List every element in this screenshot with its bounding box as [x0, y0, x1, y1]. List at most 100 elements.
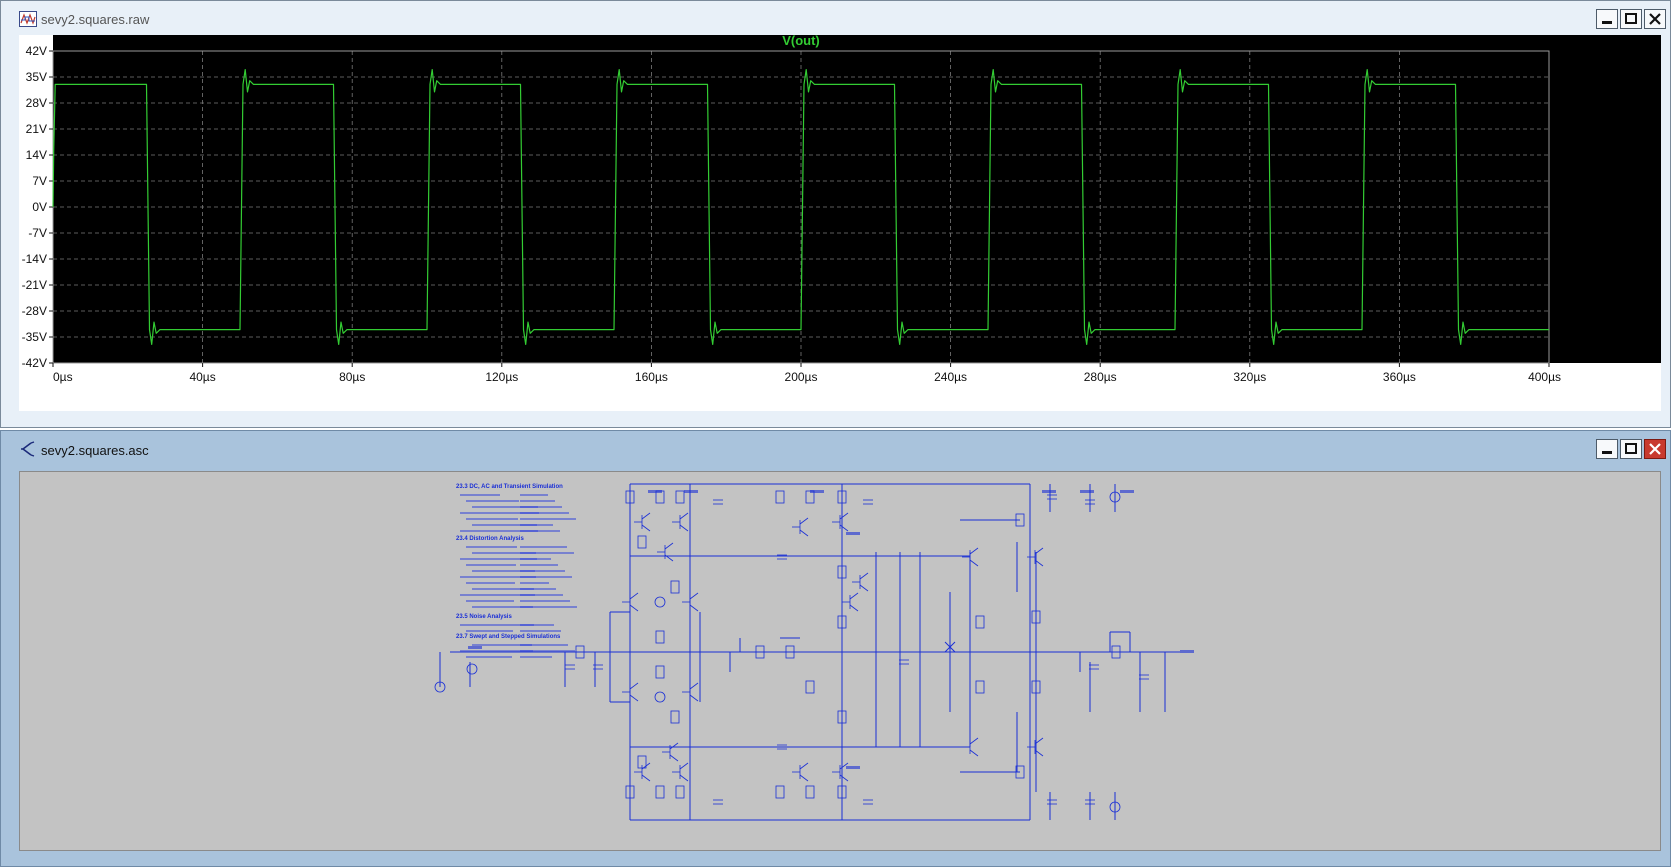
- voltage-source[interactable]: [1109, 801, 1121, 813]
- transistor[interactable]: [962, 737, 979, 757]
- resistor[interactable]: [625, 785, 635, 799]
- capacitor[interactable]: [713, 499, 723, 505]
- resistor[interactable]: [675, 785, 685, 799]
- transistor[interactable]: [622, 592, 639, 612]
- transistor[interactable]: [622, 682, 639, 702]
- resistor[interactable]: [1111, 645, 1121, 659]
- resistor[interactable]: [837, 785, 847, 799]
- transistor[interactable]: [634, 762, 651, 782]
- capacitor[interactable]: [1047, 494, 1057, 500]
- y-tick-label: -7V: [28, 226, 47, 240]
- schematic-canvas[interactable]: 23.3 DC, AC and Transient Simulation 23.…: [19, 471, 1661, 851]
- series-line-vout[interactable]: [52, 68, 1549, 345]
- maximize-icon: [1625, 13, 1637, 24]
- resistor[interactable]: [625, 490, 635, 504]
- resistor[interactable]: [1031, 680, 1041, 694]
- transistor[interactable]: [682, 592, 699, 612]
- transistor[interactable]: [832, 512, 849, 532]
- transistor[interactable]: [1027, 737, 1044, 757]
- voltage-source[interactable]: [466, 663, 478, 675]
- resistor[interactable]: [975, 615, 985, 629]
- resistor[interactable]: [670, 580, 680, 594]
- capacitor[interactable]: [777, 554, 787, 560]
- resistor[interactable]: [575, 645, 585, 659]
- plot-window-titlebar[interactable]: sevy2.squares.raw: [1, 1, 1670, 35]
- resistor[interactable]: [670, 710, 680, 724]
- resistor[interactable]: [637, 535, 647, 549]
- netlist-heading: 23.5 Noise Analysis: [456, 614, 512, 620]
- schematic-minimize-button[interactable]: [1596, 439, 1618, 459]
- y-tick-label: 14V: [26, 148, 47, 162]
- resistor[interactable]: [837, 490, 847, 504]
- netlist-line: [520, 500, 555, 502]
- transistor[interactable]: [962, 547, 979, 567]
- resistor[interactable]: [837, 710, 847, 724]
- transistor[interactable]: [792, 517, 809, 537]
- resistor[interactable]: [655, 665, 665, 679]
- voltage-source[interactable]: [1109, 491, 1121, 503]
- transistor[interactable]: [682, 682, 699, 702]
- plot-close-button[interactable]: [1644, 9, 1666, 29]
- capacitor[interactable]: [899, 659, 909, 665]
- plot-minimize-button[interactable]: [1596, 9, 1618, 29]
- schematic-maximize-button[interactable]: [1620, 439, 1642, 459]
- capacitor[interactable]: [1139, 674, 1149, 680]
- voltage-source[interactable]: [434, 681, 446, 693]
- waveform-chart[interactable]: V(out) 42V35V28V21V14V7V0V-7V-14V-21V-28…: [19, 35, 1661, 411]
- netlist-line: [520, 524, 553, 526]
- schematic-components[interactable]: [434, 490, 1194, 813]
- x-axis-gutter: [19, 363, 1661, 411]
- resistor[interactable]: [1015, 513, 1025, 527]
- schematic-close-button[interactable]: [1644, 439, 1666, 459]
- resistor[interactable]: [805, 680, 815, 694]
- netlist-line: [520, 650, 575, 652]
- transistor[interactable]: [657, 542, 674, 562]
- netlist-line: [520, 570, 565, 572]
- netlist-heading: 23.4 Distortion Analysis: [456, 536, 524, 542]
- capacitor[interactable]: [713, 799, 723, 805]
- transistor[interactable]: [842, 592, 859, 612]
- transistor[interactable]: [792, 762, 809, 782]
- resistor[interactable]: [975, 680, 985, 694]
- resistor[interactable]: [655, 630, 665, 644]
- resistor[interactable]: [1015, 765, 1025, 779]
- voltage-source[interactable]: [654, 596, 666, 608]
- capacitor[interactable]: [593, 664, 603, 670]
- capacitor[interactable]: [1047, 799, 1057, 805]
- capacitor[interactable]: [1089, 664, 1099, 670]
- resistor[interactable]: [1031, 610, 1041, 624]
- capacitor[interactable]: [1085, 499, 1095, 505]
- netlist-text-block[interactable]: 23.3 DC, AC and Transient Simulation 23.…: [456, 484, 577, 658]
- resistor[interactable]: [755, 645, 765, 659]
- capacitor[interactable]: [863, 799, 873, 805]
- transistor[interactable]: [832, 762, 849, 782]
- resistor[interactable]: [837, 615, 847, 629]
- schematic-window-titlebar[interactable]: sevy2.squares.asc: [1, 431, 1670, 465]
- netlist-line: [520, 644, 568, 646]
- capacitor[interactable]: [1085, 799, 1095, 805]
- chart-title[interactable]: V(out): [782, 35, 820, 48]
- resistor[interactable]: [655, 785, 665, 799]
- plot-maximize-button[interactable]: [1620, 9, 1642, 29]
- transistor[interactable]: [672, 762, 689, 782]
- transistor[interactable]: [1027, 547, 1044, 567]
- transistor[interactable]: [634, 512, 651, 532]
- schematic-wires[interactable]: [439, 483, 1180, 821]
- capacitor[interactable]: [863, 499, 873, 505]
- resistor[interactable]: [805, 785, 815, 799]
- netlist-line: [520, 600, 570, 602]
- resistor[interactable]: [775, 785, 785, 799]
- resistor[interactable]: [675, 490, 685, 504]
- x-tick-label: 240µs: [934, 370, 967, 384]
- transistor[interactable]: [672, 512, 689, 532]
- circuit-schematic[interactable]: 23.3 DC, AC and Transient Simulation 23.…: [20, 472, 1661, 851]
- voltage-source[interactable]: [654, 691, 666, 703]
- capacitor[interactable]: [777, 744, 787, 750]
- capacitor[interactable]: [565, 664, 575, 670]
- transistor[interactable]: [662, 742, 679, 762]
- transistor[interactable]: [852, 572, 869, 592]
- resistor[interactable]: [785, 645, 795, 659]
- resistor[interactable]: [837, 565, 847, 579]
- resistor[interactable]: [775, 490, 785, 504]
